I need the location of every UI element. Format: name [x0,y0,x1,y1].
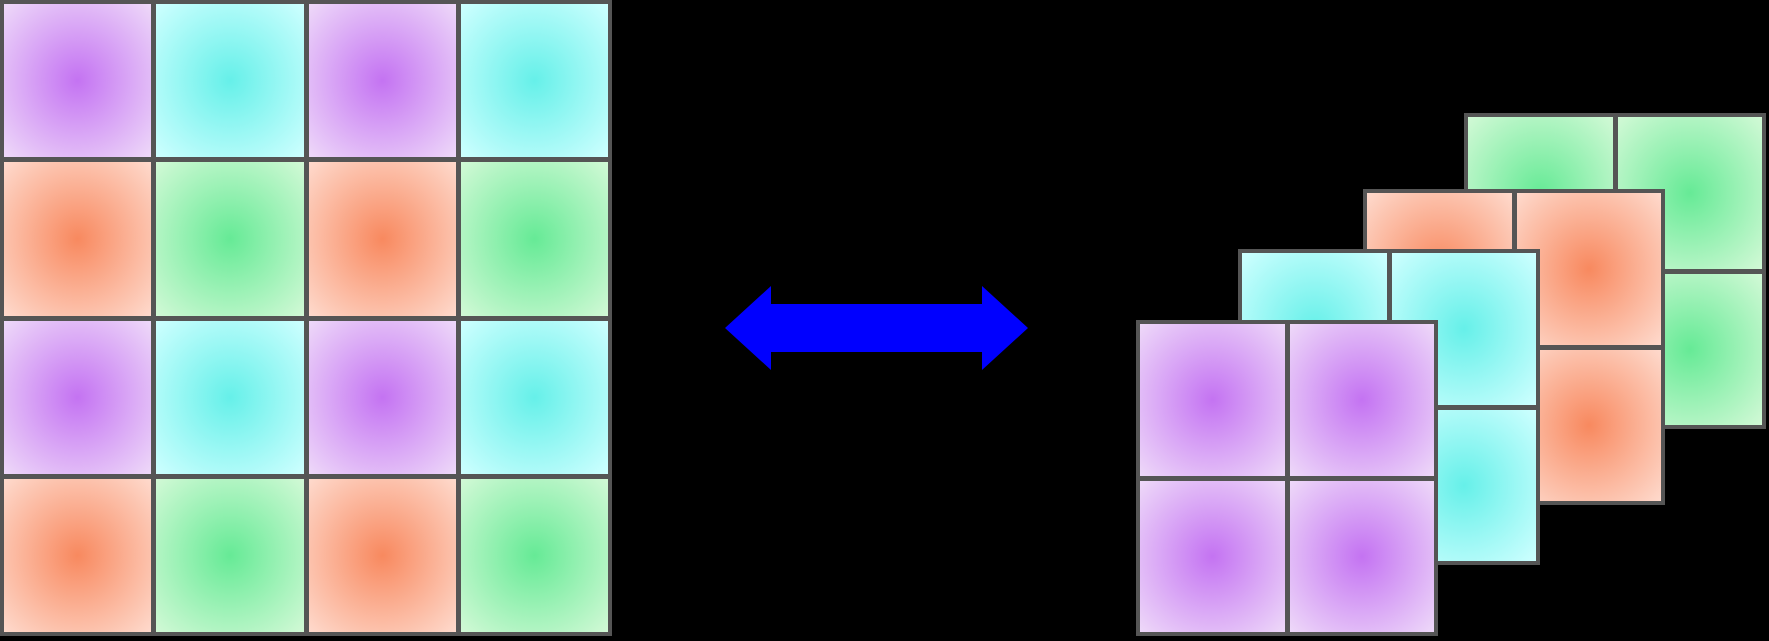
input-cell-r1c0-orange [4,162,152,316]
input-cell-r2c2-purple [308,320,456,474]
input-cell-r0c0-purple [4,4,152,158]
channel-orange-cell-r0c1-orange [1516,193,1661,345]
channel-purple-cell-r1c1-purple [1289,480,1434,632]
input-cell-r2c0-purple [4,320,152,474]
channel-grid-purple [1136,320,1438,636]
input-cell-r3c3-green [460,478,608,632]
input-cell-r3c0-orange [4,478,152,632]
input-cell-r3c1-green [156,478,304,632]
input-cell-r0c1-cyan [156,4,304,158]
input-cell-r2c1-cyan [156,320,304,474]
input-cell-r3c2-orange [308,478,456,632]
input-cell-r0c2-purple [308,4,456,158]
input-cell-r1c1-green [156,162,304,316]
input-cell-r2c3-cyan [460,320,608,474]
input-cell-r1c3-green [460,162,608,316]
channel-purple-cell-r1c0-purple [1140,480,1285,632]
input-image-grid [0,0,612,636]
channel-purple-cell-r0c0-purple [1140,324,1285,476]
channel-orange-cell-r1c1-orange [1516,349,1661,501]
input-cell-r0c3-cyan [460,4,608,158]
input-cell-r1c2-orange [308,162,456,316]
channel-purple-cell-r0c1-purple [1289,324,1434,476]
